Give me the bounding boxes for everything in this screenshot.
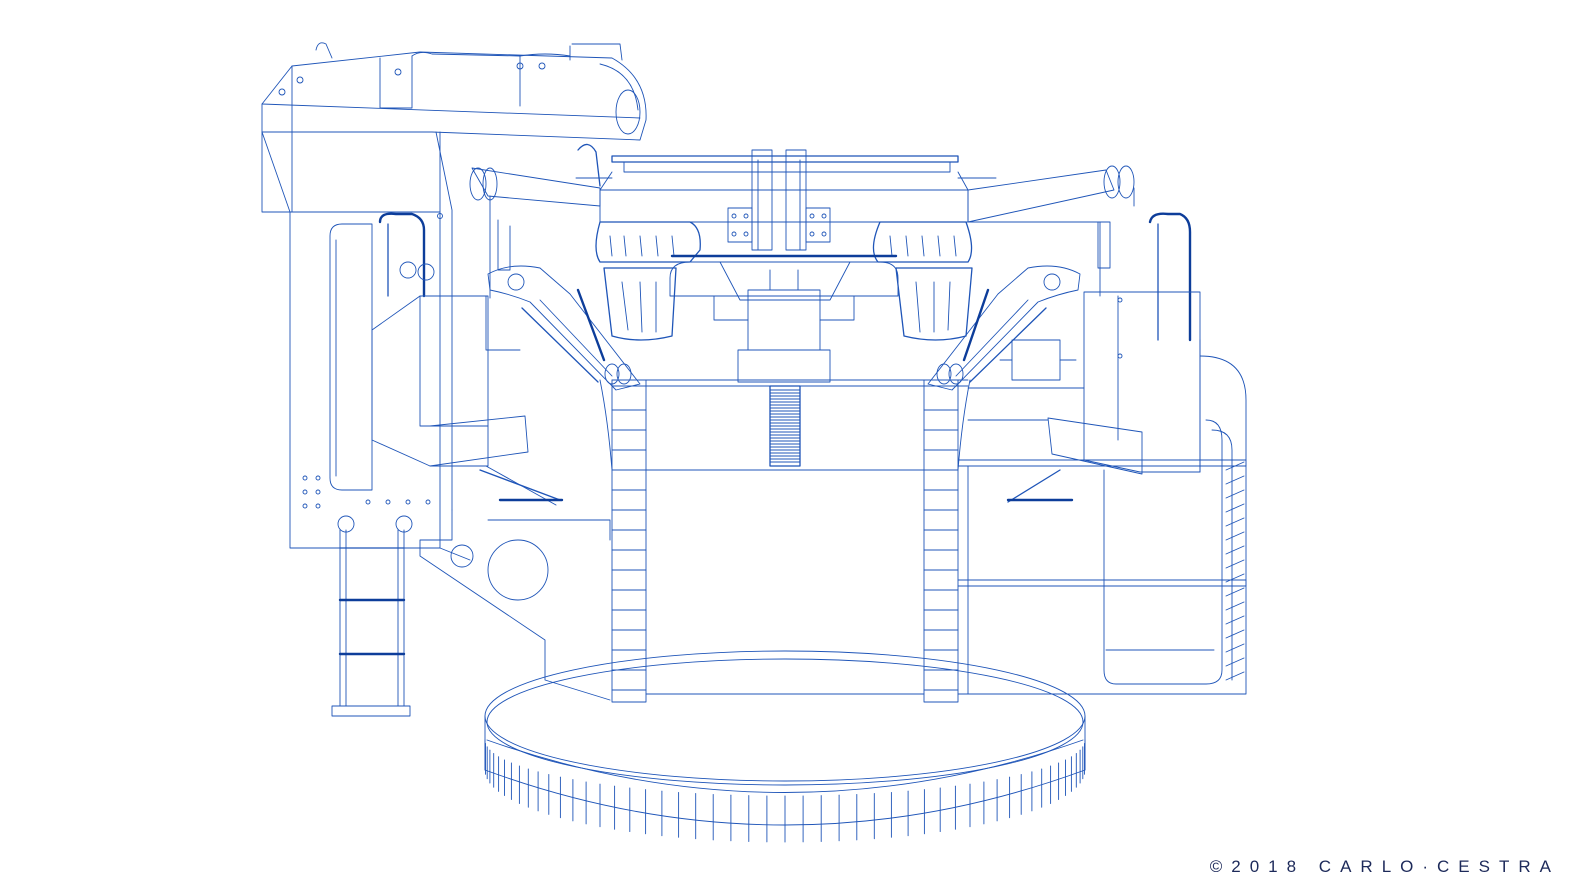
copyright-credit: ©2018 CARLO·CESTRA [1209, 857, 1560, 876]
right-gunner-seat [1006, 212, 1201, 503]
left-gunner-seat [371, 212, 564, 506]
left-upper-arm [469, 143, 601, 299]
ring-segments [484, 739, 1086, 843]
right-upper-arm [967, 165, 1135, 269]
boarding-ladder [331, 515, 413, 717]
barrel-gear [769, 389, 801, 463]
elevation-struts [487, 265, 1081, 391]
base-ring [484, 650, 1086, 843]
column-bricks [611, 409, 959, 691]
central-column [599, 379, 971, 703]
right-housing [957, 221, 1247, 695]
left-housing [261, 42, 647, 701]
right-panel-hatching [1225, 461, 1245, 681]
central-mount [575, 149, 997, 467]
